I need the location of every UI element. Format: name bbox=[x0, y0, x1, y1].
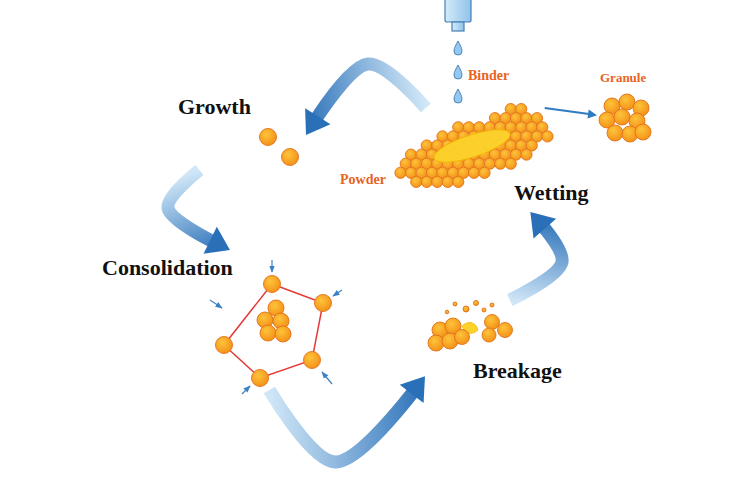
growth-particles bbox=[260, 129, 299, 166]
powder-bed bbox=[395, 104, 553, 188]
consolidation-figure bbox=[210, 260, 342, 394]
stage-label: Growth bbox=[178, 94, 251, 119]
stage-label: Consolidation bbox=[102, 255, 233, 280]
connector-line bbox=[306, 64, 426, 135]
breakage-fragments bbox=[428, 301, 513, 352]
connector-line bbox=[269, 376, 425, 462]
part-label-box: Binder bbox=[468, 66, 509, 84]
stage-node: Breakage bbox=[425, 300, 585, 392]
binder-puddle bbox=[431, 123, 514, 169]
arrow-head bbox=[305, 108, 330, 135]
connector-line bbox=[510, 212, 562, 300]
stage-node: Consolidation bbox=[100, 250, 332, 390]
arrow-head bbox=[204, 227, 230, 254]
granule-cluster bbox=[599, 94, 651, 142]
cycle-arrow bbox=[168, 170, 230, 254]
stage-node: Growth bbox=[176, 92, 306, 170]
cycle-arrow bbox=[269, 376, 425, 462]
output-arrow bbox=[545, 108, 597, 118]
granule-node: Granule bbox=[597, 66, 653, 148]
stage-node: Wetting bbox=[393, 108, 598, 212]
arrow-head bbox=[587, 110, 597, 119]
part-label: Binder bbox=[468, 68, 509, 84]
cycle-arrow bbox=[510, 212, 562, 300]
cycle-arrow bbox=[305, 64, 426, 135]
arrow-head bbox=[400, 376, 425, 403]
binder-nozzle bbox=[445, 0, 471, 31]
arrow-head bbox=[530, 212, 556, 238]
binder-drops bbox=[454, 41, 462, 103]
part-label-box: Powder bbox=[340, 170, 386, 188]
part-label: Powder bbox=[340, 172, 386, 188]
stage-label: Granule bbox=[600, 71, 646, 86]
stage-label: Breakage bbox=[473, 358, 562, 383]
stage-label: Wetting bbox=[514, 180, 589, 205]
